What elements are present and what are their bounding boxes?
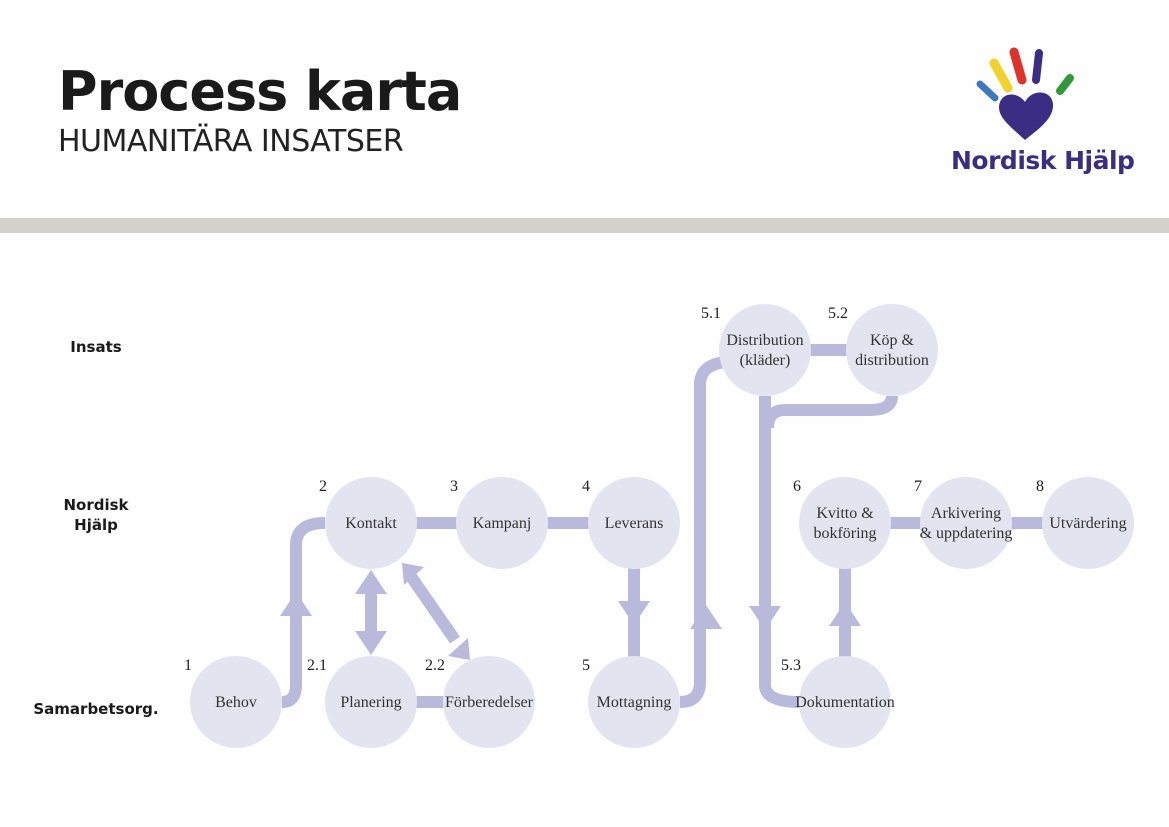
step-number: 5.2 (828, 305, 848, 322)
step-circle (799, 656, 891, 748)
step-circle (1042, 477, 1134, 569)
step-circle (588, 656, 680, 748)
page-subtitle: HUMANITÄRA INSATSER (58, 124, 404, 159)
step-label: Mottagning (597, 694, 672, 711)
nordisk-hjalp-logo-icon (976, 47, 1074, 140)
step-number: 3 (450, 478, 458, 495)
step-circle (325, 477, 417, 569)
step-circle (846, 304, 938, 396)
step-circle (443, 656, 535, 748)
arrowhead-icon (355, 570, 387, 594)
step-number: 5.3 (781, 657, 801, 674)
connector-n52-n53 (762, 395, 898, 429)
step-circle (325, 656, 417, 748)
arrowhead-icon (690, 605, 722, 629)
row-label-nordisk: Hjälp (74, 516, 118, 534)
step-circle (799, 477, 891, 569)
step-number: 2.1 (307, 657, 327, 674)
step-circle (588, 477, 680, 569)
row-label-insats: Insats (70, 338, 121, 356)
step-label: bokföring (813, 525, 876, 542)
connector-n5-n51 (679, 356, 726, 708)
step-label: Köp & (870, 332, 915, 349)
step-label: Dokumentation (795, 694, 895, 711)
step-number: 5 (582, 657, 590, 674)
step-label: (kläder) (740, 352, 791, 369)
step-number: 6 (793, 478, 801, 495)
connector-n51-n53 (759, 396, 801, 708)
logo-text: Nordisk Hjälp (951, 146, 1135, 175)
step-circle (719, 304, 811, 396)
step-label: Planering (340, 694, 401, 711)
step-label: Kvitto & (816, 505, 874, 522)
arrowhead-icon (618, 601, 650, 625)
step-circle (456, 477, 548, 569)
step-number: 2 (319, 478, 327, 495)
row-label-nordisk: Nordisk (63, 496, 129, 514)
arrowhead-icon (448, 638, 470, 660)
step-circle (920, 477, 1012, 569)
step-label: Distribution (726, 332, 803, 349)
nodes: 1Behov2Kontakt2.1Planering2.2Förberedels… (184, 304, 1134, 748)
header-divider (0, 218, 1169, 233)
step-label: Kontakt (345, 515, 397, 532)
step-circle (190, 656, 282, 748)
step-number: 4 (582, 478, 590, 495)
step-label: Leverans (605, 515, 664, 532)
step-label: & uppdatering (920, 525, 1013, 542)
step-number: 1 (184, 657, 192, 674)
step-number: 7 (914, 478, 922, 495)
step-number: 5.1 (701, 305, 721, 322)
page-title: Process karta (58, 60, 462, 123)
step-number: 2.2 (425, 657, 445, 674)
step-label: Behov (215, 694, 257, 711)
row-label-samarbets: Samarbetsorg. (33, 700, 158, 718)
arrowhead-icon (749, 606, 781, 630)
arrowhead-icon (355, 631, 387, 655)
step-label: Utvärdering (1049, 515, 1126, 532)
step-label: Förberedelser (445, 694, 534, 711)
step-number: 8 (1036, 478, 1044, 495)
step-label: distribution (855, 352, 929, 369)
arrowhead-icon (402, 563, 424, 585)
connector-n2-n22 (405, 571, 460, 644)
step-label: Kampanj (473, 515, 532, 532)
step-label: Arkivering (931, 505, 1001, 522)
arrowhead-icon (280, 592, 312, 616)
arrowhead-icon (829, 602, 861, 626)
